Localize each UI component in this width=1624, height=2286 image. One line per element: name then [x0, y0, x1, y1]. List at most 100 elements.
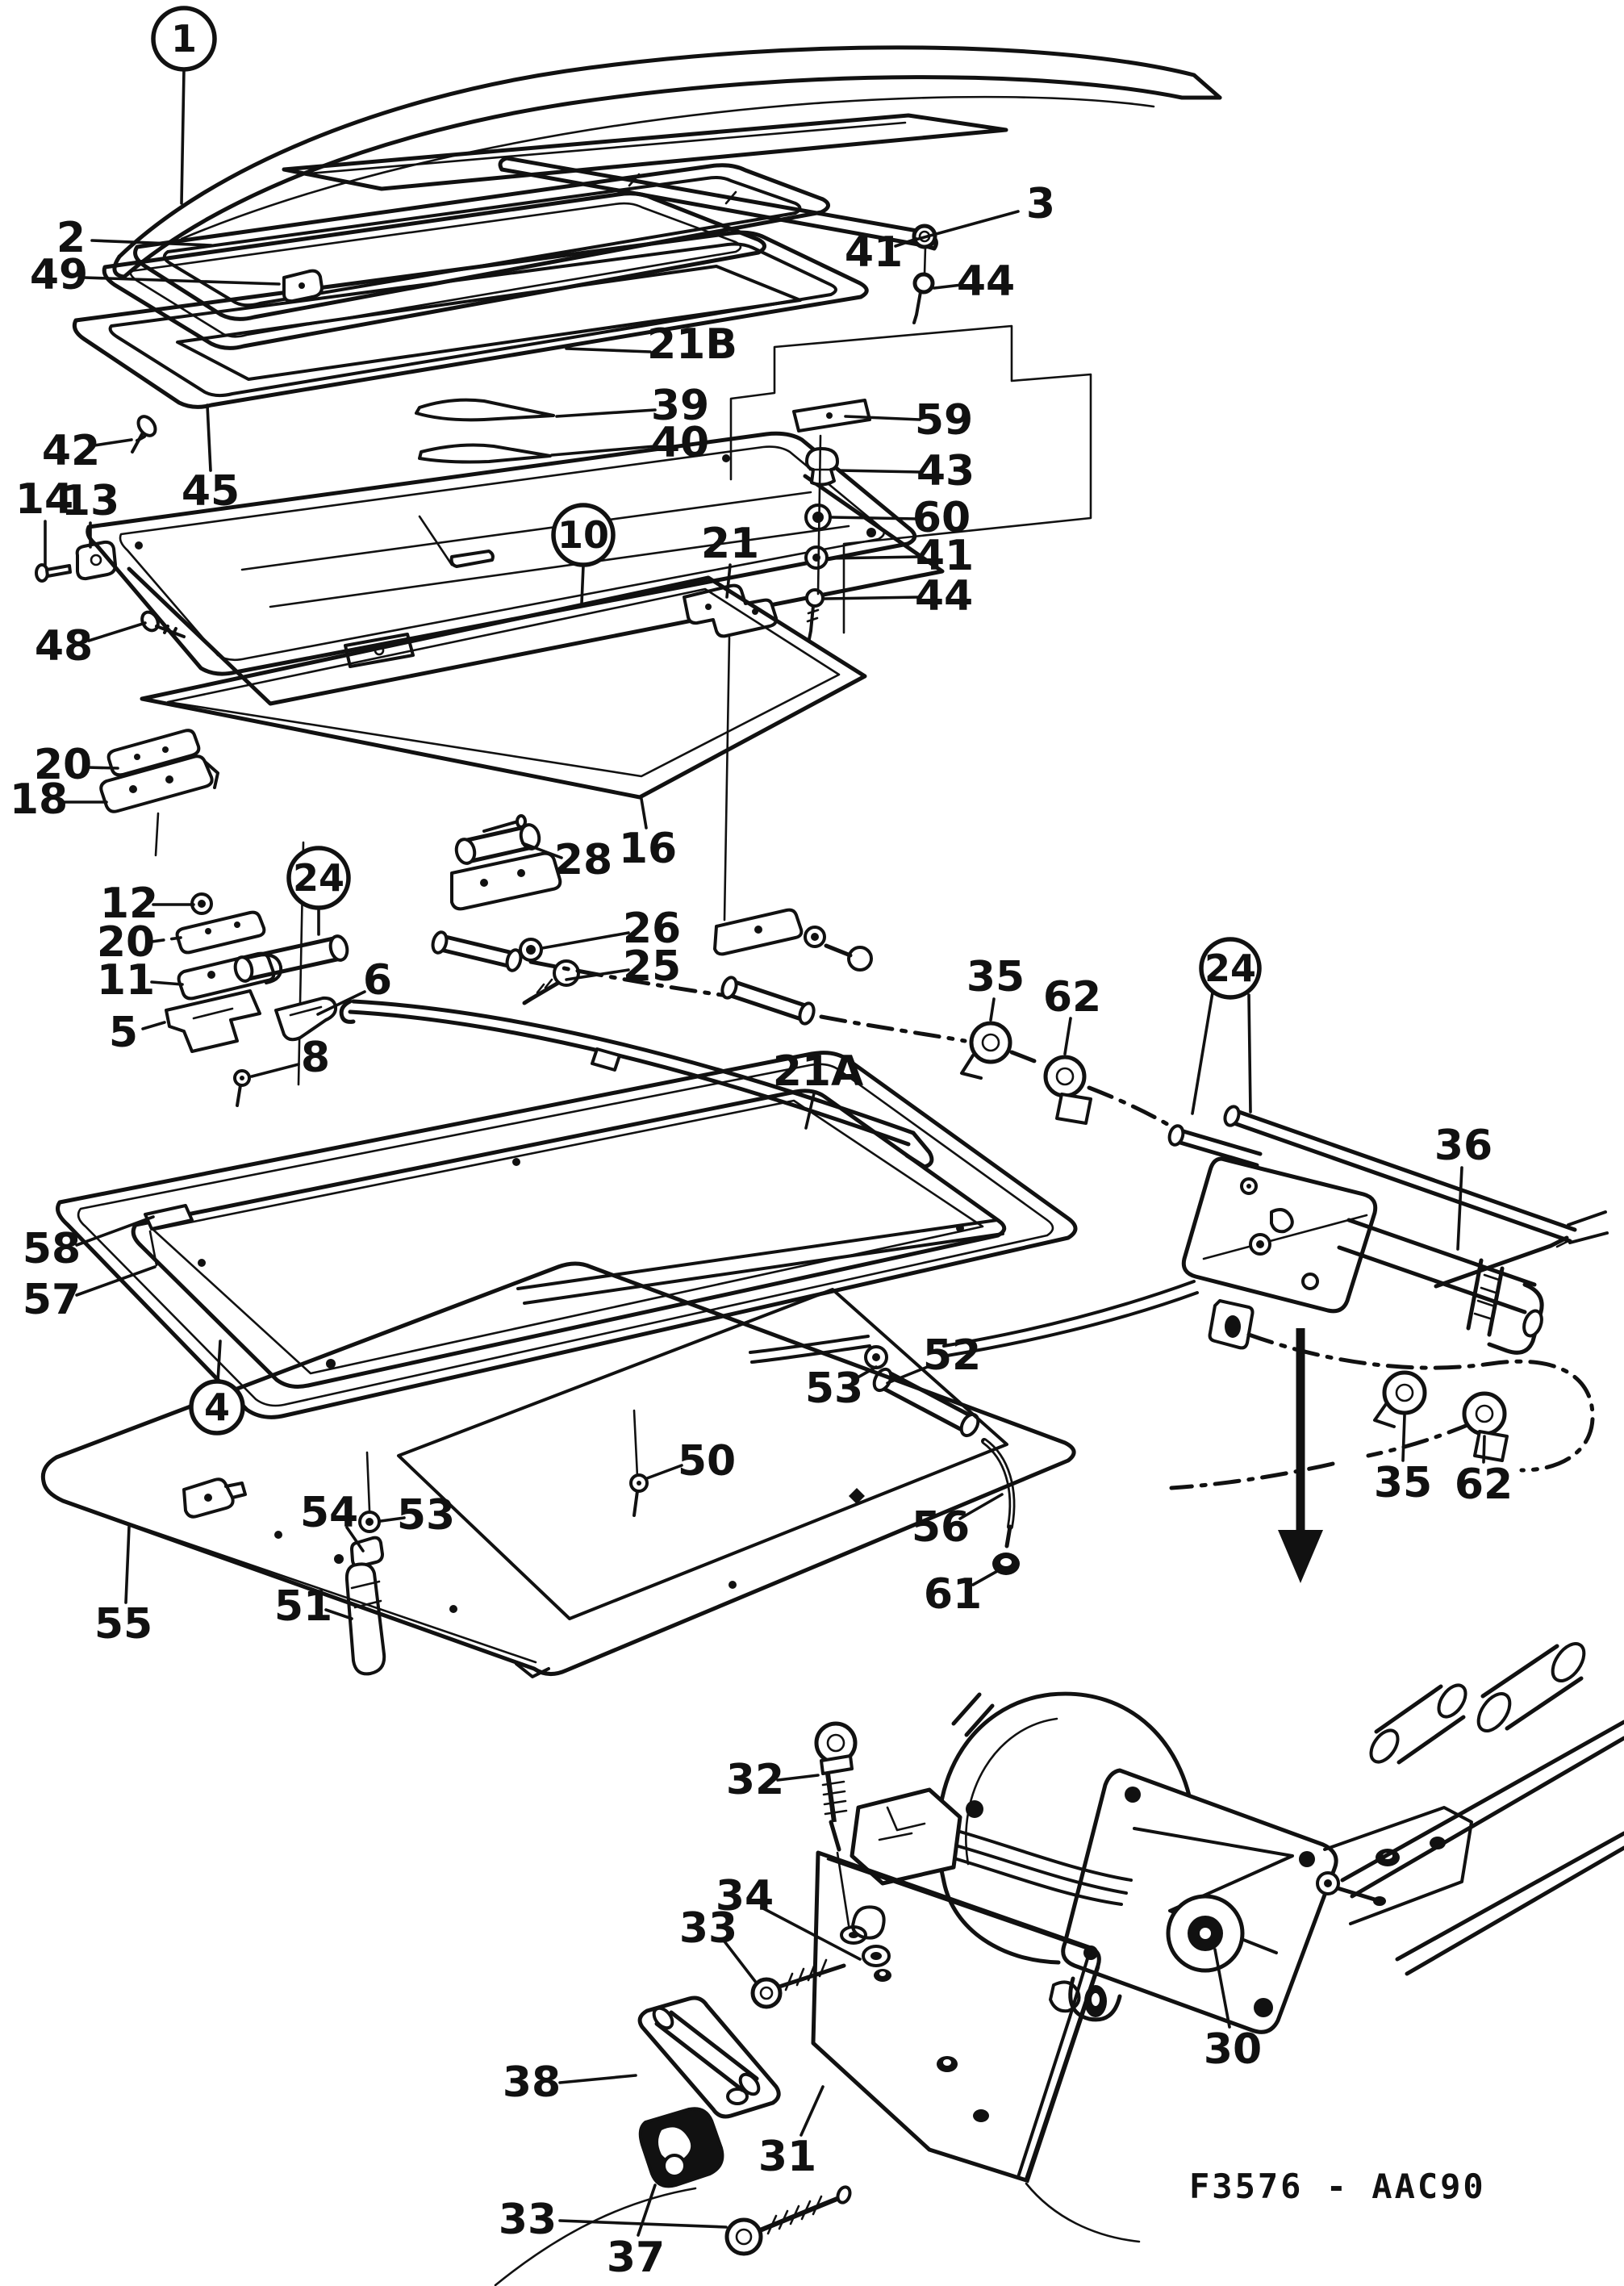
line-art [658, 2127, 691, 2162]
line-art [298, 121, 907, 176]
callout-number: 35 [966, 953, 1025, 1001]
line-art [240, 491, 850, 608]
callout-24: 24 [1191, 937, 1262, 1115]
callout-10: 10 [551, 503, 616, 605]
leader-line [1247, 993, 1252, 1114]
line-art [236, 1084, 242, 1107]
callout-number: 13 [61, 477, 119, 525]
line-art [282, 113, 1008, 191]
leader-line [150, 936, 182, 943]
line-art [819, 1014, 967, 1043]
line-art [1009, 1050, 1043, 1066]
line-art [981, 1033, 1000, 1052]
leader-line [345, 1526, 365, 1553]
leader-line [565, 968, 630, 981]
leader-line [905, 210, 1020, 244]
line-art [166, 587, 841, 778]
leader-line [379, 1516, 406, 1523]
callout-number: 58 [23, 1225, 81, 1273]
line-art [129, 785, 137, 793]
line-art [1256, 1240, 1264, 1248]
line-art [836, 2185, 852, 2205]
line-art [951, 1692, 995, 1737]
leader-line [776, 1774, 820, 1782]
leader-line [180, 68, 186, 205]
callout-49: 49 [30, 251, 281, 299]
callout-50: 50 [645, 1437, 736, 1486]
line-art [351, 999, 916, 1135]
callout-number: 21A [773, 1047, 864, 1096]
callout-circle [551, 503, 616, 567]
callout-11: 11 [97, 956, 184, 1005]
callout-21B: 21B [565, 320, 737, 369]
pin-38 [654, 2010, 759, 2092]
line-art [729, 324, 1092, 634]
line-art [56, 1051, 1078, 1419]
line-art [127, 474, 945, 706]
callout-number: 56 [912, 1503, 970, 1552]
callout-53: 53 [379, 1491, 455, 1540]
line-art [1049, 1980, 1081, 2013]
callout-number: 2 [56, 214, 86, 262]
line-art [1475, 1404, 1494, 1423]
callout-55: 55 [94, 1525, 152, 1649]
callout-number: 26 [623, 905, 681, 953]
callout-26: 26 [541, 905, 681, 953]
leader-line [250, 1063, 300, 1078]
plate-18 [99, 754, 214, 813]
drive-rails [1340, 1720, 1624, 1976]
strip-tip-39 [415, 398, 555, 422]
line-art [1246, 1184, 1251, 1189]
line-art [1373, 1402, 1396, 1428]
line-art [207, 971, 215, 979]
line-art [494, 2182, 1141, 2286]
callout-number: 33 [499, 2196, 557, 2244]
line-art [829, 1820, 841, 1852]
line-art [298, 282, 305, 289]
leader-line [823, 596, 921, 600]
callout-number: 11 [97, 956, 155, 1005]
callout-number: 12 [100, 880, 158, 928]
part-link-hardware [344, 1335, 1020, 1676]
leader-line [1401, 1414, 1406, 1462]
link-51 [344, 1562, 386, 1676]
line-art [1092, 1993, 1100, 2006]
line-art [1473, 1273, 1501, 1320]
tube-24 [240, 935, 343, 982]
clamp-35 [969, 1021, 1012, 1064]
line-art [956, 1224, 964, 1232]
leader-line [324, 1608, 353, 1620]
line-art [240, 1076, 244, 1080]
line-art [108, 242, 837, 398]
line-art [1087, 1085, 1174, 1129]
drawing-ref: F3576 - AAC90 [1189, 2167, 1486, 2206]
callout-32: 32 [726, 1756, 820, 1804]
callout-number: 20 [97, 918, 155, 967]
clip-58 [144, 1204, 194, 1231]
pin-28 [482, 820, 520, 833]
callout-33: 33 [679, 1904, 758, 1985]
line-art [339, 999, 356, 1024]
leader-line [894, 237, 918, 248]
line-art [1473, 1430, 1509, 1462]
line-art [851, 1905, 886, 1940]
bracket-plate [811, 1850, 1101, 2183]
line-art [808, 604, 815, 641]
line-art [758, 2196, 841, 2233]
line-art [1004, 1524, 1012, 1548]
callout-number: 24 [1204, 947, 1256, 990]
line-art [234, 922, 240, 928]
callout-number: 45 [182, 467, 240, 516]
line-art [824, 943, 853, 958]
screw-44 [805, 588, 825, 608]
leader-line [989, 997, 996, 1022]
leader-line [829, 516, 919, 520]
callout-18: 18 [10, 775, 108, 824]
line-art [878, 1806, 926, 1841]
line-art [454, 838, 477, 865]
line-art [192, 1007, 234, 1020]
callout-number: 33 [679, 1904, 737, 1953]
line-art [1366, 1421, 1474, 1458]
